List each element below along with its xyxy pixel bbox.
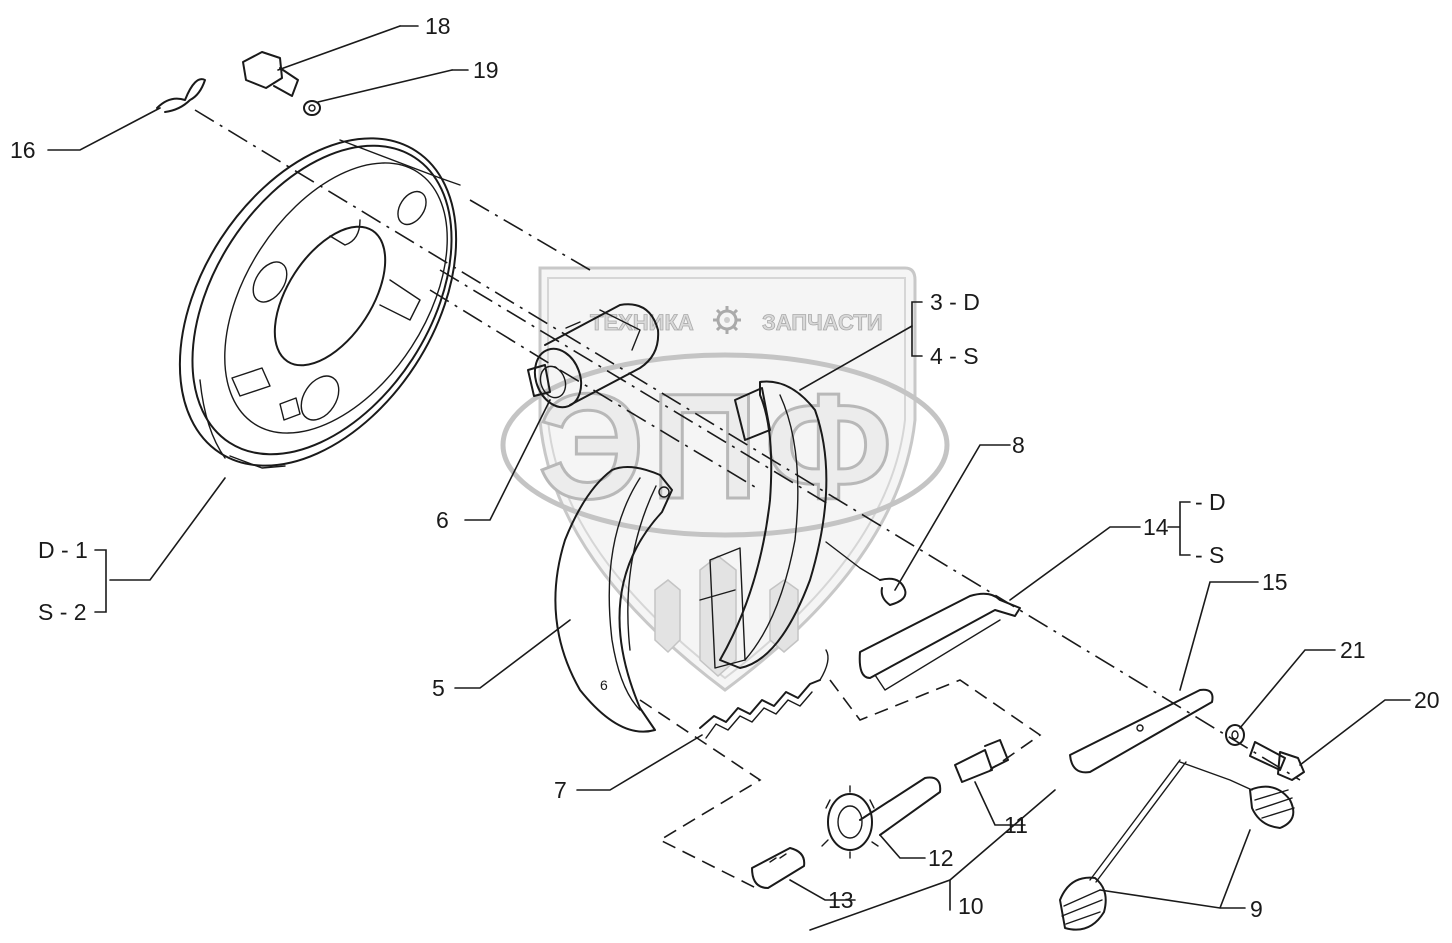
gear-icon (713, 306, 741, 334)
callout-6: 6 (436, 507, 449, 533)
callout-14: 14 (1143, 514, 1169, 540)
watermark-ellipse (500, 352, 950, 538)
svg-text:6: 6 (600, 677, 608, 693)
callout-13: 13 (828, 887, 854, 913)
callout-labels: 18 19 16 D - 1 S - 2 3 - D 4 - S 6 8 5 7… (10, 13, 1440, 922)
callout-16: 16 (10, 137, 36, 163)
part-21-washer (1225, 724, 1245, 746)
leader-lines (47, 25, 1411, 931)
callout-12: 12 (928, 845, 954, 871)
part-19-washer (303, 100, 321, 116)
part-9-spring-set (1059, 759, 1295, 931)
callout-s2: S - 2 (38, 599, 87, 625)
callout-4s: 4 - S (930, 343, 979, 369)
watermark-logo: ЭПФ (538, 362, 899, 530)
callout-21: 21 (1340, 637, 1366, 663)
part-18-bolt (242, 51, 299, 97)
part-15-lever (1069, 688, 1214, 774)
part-11-adjuster-screw (954, 739, 1009, 783)
part-13-pivot (751, 847, 806, 889)
callout-5: 5 (432, 675, 445, 701)
callout-9: 9 (1250, 896, 1263, 922)
part-3-brake-shoe-right (699, 380, 828, 669)
callout-8: 8 (1012, 432, 1025, 458)
callout-11: 11 (1004, 812, 1028, 838)
part-3-4-wheel-cylinder (527, 303, 660, 409)
callout-15: 15 (1262, 569, 1288, 595)
part-14-strut (858, 592, 1021, 691)
part-20-bolt (1249, 741, 1305, 781)
watermark: ТЕХНИКА ЗАПЧАСТИ ЭПФ (500, 266, 950, 692)
part-8-hold-down-spring (825, 541, 907, 606)
callout-18: 18 (425, 13, 451, 39)
callout-20: 20 (1414, 687, 1440, 713)
part-7-return-spring (699, 649, 829, 739)
callout-14-d: - D (1195, 489, 1226, 515)
callout-7: 7 (554, 777, 567, 803)
callout-d1: D - 1 (38, 537, 88, 563)
part-16-retaining-clip (156, 78, 206, 113)
callout-10: 10 (958, 893, 984, 919)
callout-3d: 3 - D (930, 289, 980, 315)
part-12-adjuster-wheel (821, 776, 942, 859)
part-5-brake-shoe-left: 6 (554, 465, 673, 733)
watermark-text-right: ЗАПЧАСТИ (762, 310, 883, 335)
callout-14-s: - S (1195, 542, 1224, 568)
callout-19: 19 (473, 57, 499, 83)
part-1-2-backing-plate (178, 137, 461, 469)
